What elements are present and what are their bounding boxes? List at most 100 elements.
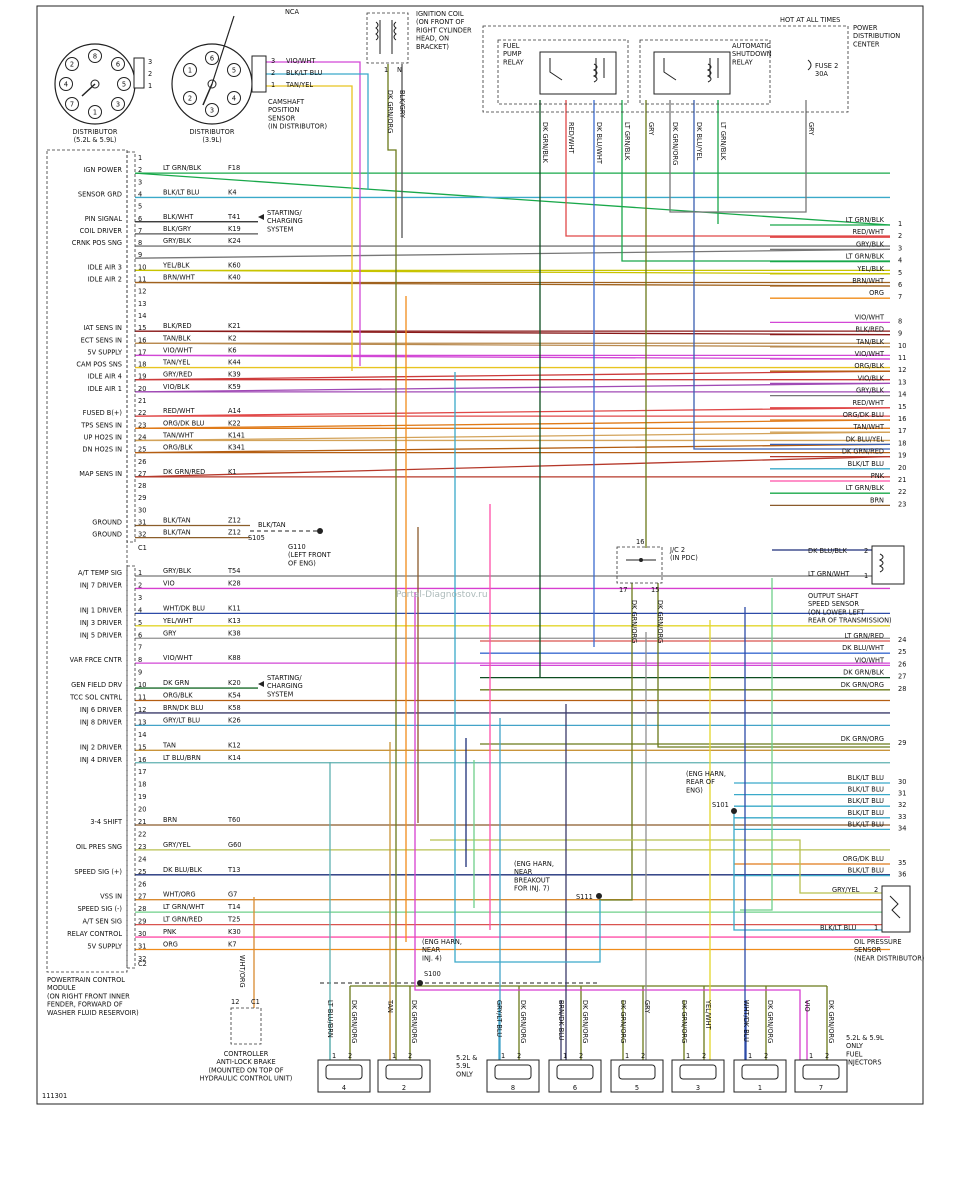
dist-terminal-num: 5 (232, 67, 236, 75)
distributor-right-label: DISTRIBUTOR(3.9L) (190, 128, 235, 144)
pcm-pin-function: INJ 6 DRIVER (80, 706, 122, 714)
harness-wire-color: VIO/BLK (858, 374, 885, 382)
pcm-pin-function: 5V SUPPLY (87, 348, 123, 356)
harness-wire-color: TAN/BLK (855, 338, 884, 346)
harness-wire-color: ORG/DK BLU (843, 411, 884, 419)
pcm-pin-number: 25 (138, 446, 146, 454)
harness-wire-color: VIO/WHT (855, 350, 885, 358)
jc2-pin-15: 15 (651, 586, 659, 594)
pdc-wire (669, 100, 807, 213)
cam-wire-2: BLK/LT BLU (286, 69, 322, 77)
harness-wire-color: LT GRN/BLK (846, 216, 885, 224)
pcm-pin-number: 8 (138, 656, 142, 664)
pcm-pin-function: SPEED SIG (+) (74, 868, 122, 876)
pcm-pin-number: 26 (138, 458, 146, 466)
jc2-wire (657, 583, 890, 748)
pcm-pin-number: 26 (138, 880, 146, 888)
dist-terminal-num: 6 (116, 61, 120, 69)
harness-terminal-number: 18 (898, 439, 906, 447)
dist-terminal (88, 105, 102, 119)
pcm-circuit-id: K2 (228, 334, 237, 342)
pcm-pin-number: 3 (138, 594, 142, 602)
oil-wire-1: GRY/YEL (832, 886, 860, 894)
pcm-pin-function: TCC SOL CNTRL (69, 694, 122, 702)
pcm-circuit-id: K341 (228, 444, 245, 452)
pcm-pin-function: INJ 4 DRIVER (80, 756, 122, 764)
harness-terminal-number: 24 (898, 636, 906, 644)
pcm-pin-number: 3 (138, 178, 142, 186)
pcm-pin-function: UP HO2S IN (84, 433, 122, 441)
pcm-pin-function: SPEED SIG (-) (77, 905, 122, 913)
pcm-to-harness-wire (134, 382, 891, 393)
pcm-to-harness-wire (134, 248, 891, 259)
dist-terminal-num: 4 (64, 81, 68, 89)
pcm-pin-number: 5 (138, 203, 142, 211)
pcm-pin-function: INJ 5 DRIVER (80, 631, 122, 639)
pdc-wire-color: DK BLU/YEL (695, 122, 703, 161)
pcm-wire-color: GRY (163, 629, 177, 637)
pcm-pin-function: INJ 2 DRIVER (80, 743, 122, 751)
injector-number: 4 (342, 1084, 346, 1092)
injector-pin: 1 (563, 1052, 567, 1060)
harness-terminal-number: 13 (898, 378, 906, 386)
dist-terminal-num: 6 (210, 55, 214, 63)
pdc-wire-color: DK GRN/BLK (541, 122, 549, 164)
harness-wire-color: BLK/RED (855, 326, 884, 334)
pcm-pin-number: 13 (138, 718, 146, 726)
pcm-pin-number: 20 (138, 385, 146, 393)
pcm-circuit-id: K28 (228, 579, 241, 587)
oil-ground-wire (733, 811, 882, 931)
oss-wire-2: LT GRN/WHT (808, 570, 850, 578)
harness-terminal-number: 33 (898, 813, 906, 821)
jc2-pin-16: 16 (636, 538, 644, 546)
pcm-pin-function: VSS IN (100, 893, 122, 901)
harness-terminal-number: 28 (898, 685, 906, 693)
pcm-pin-number: 27 (138, 470, 146, 478)
figure-id: 111301 (42, 1092, 67, 1100)
injector-number: 8 (511, 1084, 515, 1092)
s100-id: S100 (424, 970, 441, 978)
injector-number: 1 (758, 1084, 762, 1092)
dist-terminal-num: 1 (188, 67, 192, 75)
injector-number: 2 (402, 1084, 406, 1092)
harness-terminal-number: 3 (898, 244, 902, 252)
oss-pin-2: 2 (864, 547, 868, 555)
pcm-circuit-id: K44 (228, 359, 241, 367)
pcm-circuit-id: K24 (228, 237, 241, 245)
pcm-pin-number: 19 (138, 793, 146, 801)
pcm-circuit-id: T14 (227, 903, 240, 911)
pcm-pin-function: INJ 7 DRIVER (80, 581, 122, 589)
harness-wire-color: VIO/WHT (855, 656, 885, 664)
injector-number: 7 (819, 1084, 823, 1092)
pcm-wire-color: PNK (163, 928, 177, 936)
pcm-wire-color: VIO/WHT (163, 346, 193, 354)
harness-terminal-number: 30 (898, 778, 906, 786)
harness-wire-color: ORG (869, 289, 884, 297)
pcm-circuit-id: K4 (228, 188, 237, 196)
harness-terminal-number: 16 (898, 415, 906, 423)
pcm-to-harness-wire (134, 455, 891, 478)
harness-terminal-number: 23 (898, 500, 906, 508)
pcm-circuit-id: K21 (228, 322, 241, 330)
injector-number: 3 (696, 1084, 700, 1092)
pcm-wire-color: DK GRN/RED (163, 468, 205, 476)
injector-wire-2: DK GRN/ORG (350, 1000, 358, 1043)
pdc-wire (693, 100, 890, 450)
harness-wire-color: BLK/LT BLU (848, 786, 884, 794)
pcm-wire-color: BLK/WHT (163, 213, 194, 221)
dist-terminal (227, 91, 241, 105)
pcm-pin-number: 29 (138, 918, 146, 926)
dist-terminal-num: 3 (116, 101, 120, 109)
